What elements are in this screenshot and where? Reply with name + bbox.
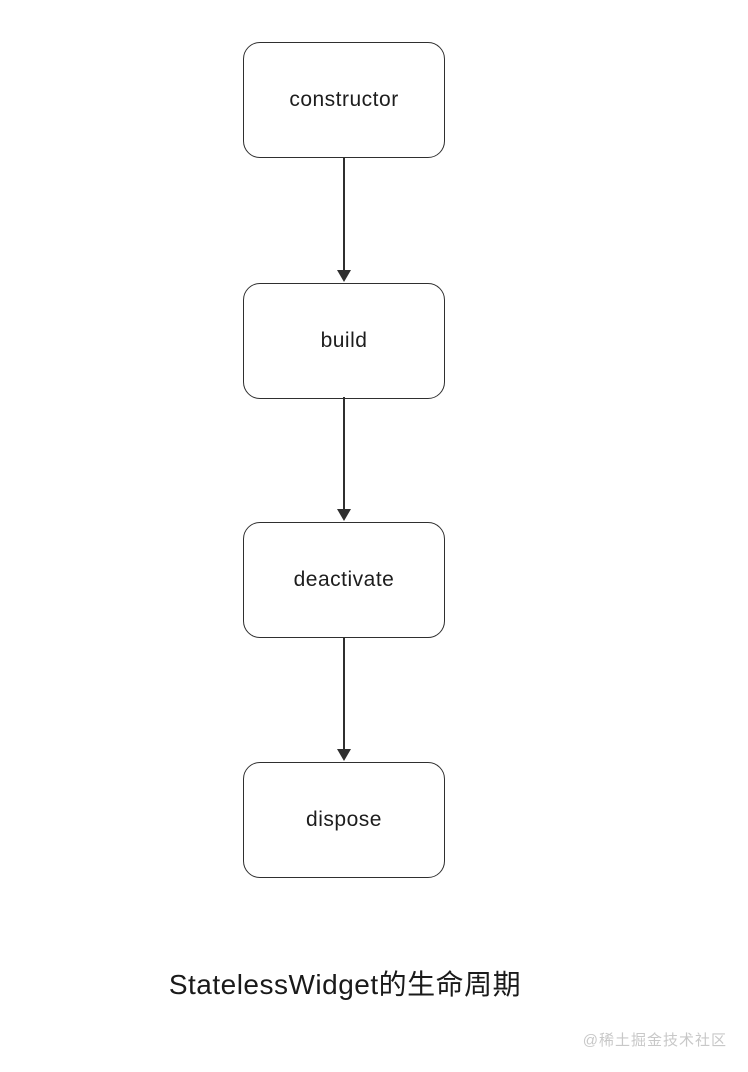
flow-node-label: deactivate [293, 568, 395, 591]
flow-node-label: constructor [289, 88, 399, 111]
arrowhead-icon [337, 749, 351, 761]
flow-node-label: build [320, 329, 368, 352]
arrow-line-build-to-deactivate [343, 397, 345, 510]
flow-node-constructor: constructor [243, 42, 445, 158]
flow-node-build: build [243, 283, 445, 399]
flow-node-deactivate: deactivate [243, 522, 445, 638]
arrow-line-constructor-to-build [343, 158, 345, 271]
flow-node-label: dispose [306, 808, 382, 831]
arrow-line-deactivate-to-dispose [343, 637, 345, 750]
arrowhead-icon [337, 270, 351, 282]
flow-node-dispose: dispose [243, 762, 445, 878]
diagram-caption: StatelessWidget的生命周期 [168, 969, 522, 1000]
watermark: @稀土掘金技术社区 [582, 1032, 727, 1049]
arrowhead-icon [337, 509, 351, 521]
